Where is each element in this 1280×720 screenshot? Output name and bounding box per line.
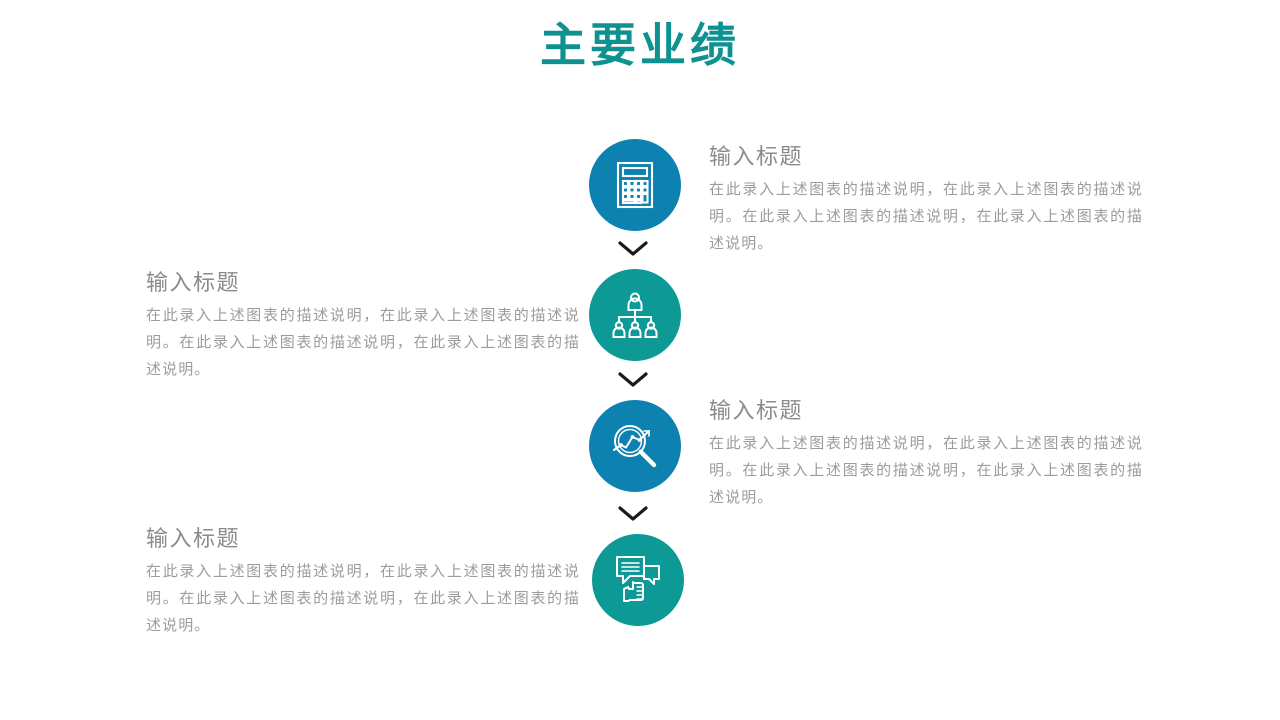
connector-1: [616, 238, 650, 258]
magnifier-chart-icon: [608, 419, 662, 473]
item-body-2: 在此录入上述图表的描述说明，在此录入上述图表的描述说明。在此录入上述图表的描述说…: [146, 307, 580, 378]
chevron-down-icon: [616, 238, 650, 258]
page-title: 主要业绩: [540, 19, 740, 71]
node-circle-4[interactable]: [592, 534, 684, 626]
connector-3: [616, 503, 650, 523]
chevron-down-icon: [616, 369, 650, 389]
item-body-4: 在此录入上述图表的描述说明，在此录入上述图表的描述说明。在此录入上述图表的描述说…: [146, 563, 580, 634]
chevron-down-icon: [616, 503, 650, 523]
item-body-1: 在此录入上述图表的描述说明，在此录入上述图表的描述说明。在此录入上述图表的描述说…: [709, 181, 1143, 252]
node-circle-2[interactable]: [589, 269, 681, 361]
connector-2: [616, 369, 650, 389]
calculator-icon: [612, 160, 658, 210]
item-text-4: 输入标题 在此录入上述图表的描述说明，在此录入上述图表的描述说明。在此录入上述图…: [146, 524, 580, 639]
item-text-2: 输入标题 在此录入上述图表的描述说明，在此录入上述图表的描述说明。在此录入上述图…: [146, 268, 580, 383]
item-body-3: 在此录入上述图表的描述说明，在此录入上述图表的描述说明。在此录入上述图表的描述说…: [709, 435, 1143, 506]
item-heading-2: 输入标题: [146, 270, 241, 295]
item-text-3: 输入标题 在此录入上述图表的描述说明，在此录入上述图表的描述说明。在此录入上述图…: [709, 396, 1143, 511]
item-heading-3: 输入标题: [709, 398, 804, 423]
node-circle-3[interactable]: [589, 400, 681, 492]
feedback-thumbsup-icon: [611, 553, 665, 607]
node-circle-1[interactable]: [589, 139, 681, 231]
org-chart-icon: [609, 290, 661, 340]
item-heading-4: 输入标题: [146, 526, 241, 551]
item-heading-1: 输入标题: [709, 144, 804, 169]
item-text-1: 输入标题 在此录入上述图表的描述说明，在此录入上述图表的描述说明。在此录入上述图…: [709, 142, 1143, 257]
